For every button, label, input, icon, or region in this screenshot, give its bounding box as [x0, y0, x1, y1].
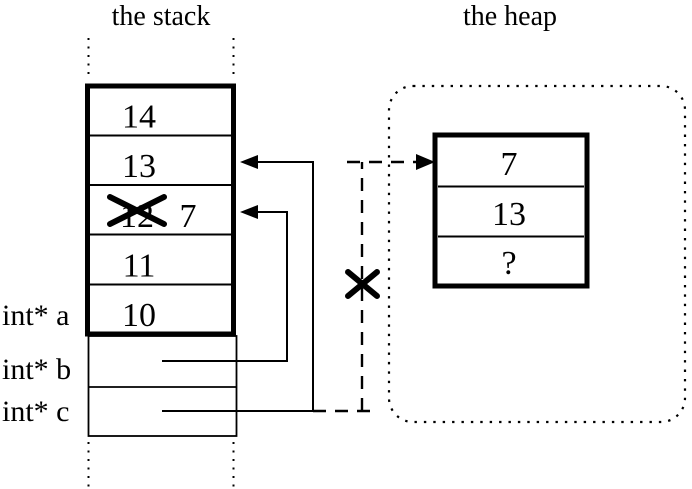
- heap-cell-value: ?: [501, 245, 516, 282]
- stack-frame-box: [85, 83, 236, 337]
- stack-cell-value: 7: [180, 198, 197, 235]
- heap-block-box: [432, 132, 590, 289]
- pointer-b-arrow: [162, 205, 288, 362]
- stack-cell-value: 13: [122, 148, 156, 185]
- heap-cell-value: 7: [501, 146, 518, 183]
- heap-region-outline: [387, 84, 687, 424]
- stack-cell-value: 11: [123, 248, 156, 285]
- arrowhead-left-icon: [240, 205, 258, 219]
- heap-title: the heap: [463, 1, 557, 32]
- arrowhead-right-icon: [416, 154, 435, 170]
- variable-label-c: int* c: [2, 395, 70, 428]
- stack-cell-value: 14: [122, 99, 156, 136]
- invalid-pointer-x-icon: [345, 269, 380, 299]
- variable-label-a: int* a: [2, 299, 70, 332]
- stack-pointer-cells-box: [87, 335, 238, 437]
- heap-cell-value: 13: [492, 196, 526, 233]
- arrowhead-left-icon: [240, 155, 258, 169]
- stack-title: the stack: [112, 1, 211, 32]
- variable-label-b: int* b: [2, 353, 71, 386]
- dangling-pointer-arrow: [313, 154, 435, 413]
- pointer-c-arrow: [162, 155, 314, 412]
- cross-out-icon: [107, 194, 167, 227]
- stack-cell-value: 10: [122, 297, 156, 334]
